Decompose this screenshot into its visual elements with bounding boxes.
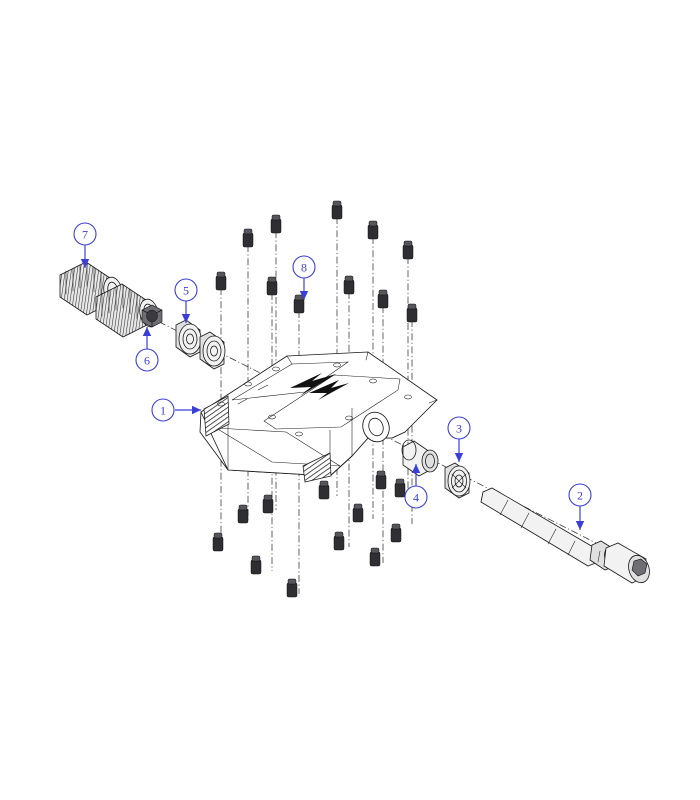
callout-circle[interactable] <box>151 398 175 422</box>
callout-number: 2 <box>577 489 583 503</box>
traction-pin <box>212 470 406 598</box>
callout-number: 8 <box>301 261 307 275</box>
callout-number: 6 <box>144 354 150 368</box>
callout-4[interactable]: 4 <box>404 464 428 509</box>
callout-circle[interactable] <box>174 278 198 302</box>
callout-arrowhead <box>454 453 464 462</box>
callout-circle[interactable] <box>404 485 428 509</box>
callout-number: 3 <box>456 422 462 436</box>
part-sealed-cartridge-bearing <box>444 462 471 499</box>
callout-layer: 1 2 3 4 5 6 7 8 <box>73 222 592 530</box>
callout-number: 5 <box>183 284 189 298</box>
callout-arrowhead <box>181 314 191 323</box>
callout-arrowhead <box>192 405 201 415</box>
callout-arrowhead <box>575 521 585 530</box>
callout-circle[interactable] <box>292 255 316 279</box>
callout-arrowhead <box>299 291 309 300</box>
callout-5[interactable]: 5 <box>174 278 198 323</box>
callout-2[interactable]: 2 <box>568 483 592 530</box>
traction-pins-group <box>212 200 418 598</box>
callout-number: 1 <box>160 404 166 418</box>
part-axle-spindle <box>480 487 650 584</box>
callout-number: 4 <box>413 491 419 505</box>
callout-7[interactable]: 7 <box>73 222 97 268</box>
callout-8[interactable]: 8 <box>292 255 316 300</box>
grip-face-right <box>302 452 332 483</box>
callout-circle[interactable] <box>568 483 592 507</box>
callout-circle[interactable] <box>73 222 97 246</box>
part-pedal-body-platform <box>199 351 438 483</box>
callout-number: 7 <box>82 228 88 242</box>
callout-6[interactable]: 6 <box>135 327 159 372</box>
part-bushing-spacer <box>401 439 439 477</box>
brand-logo-lightning-bolt <box>290 373 349 400</box>
part-lock-nut <box>141 304 163 328</box>
callout-arrowhead <box>80 259 90 268</box>
callout-arrowhead <box>142 327 152 336</box>
callout-1[interactable]: 1 <box>151 398 201 422</box>
callout-arrowhead <box>411 464 421 473</box>
callout-circle[interactable] <box>135 348 159 372</box>
callout-3[interactable]: 3 <box>447 416 471 462</box>
callout-circle[interactable] <box>447 416 471 440</box>
traction-pin <box>215 200 418 323</box>
